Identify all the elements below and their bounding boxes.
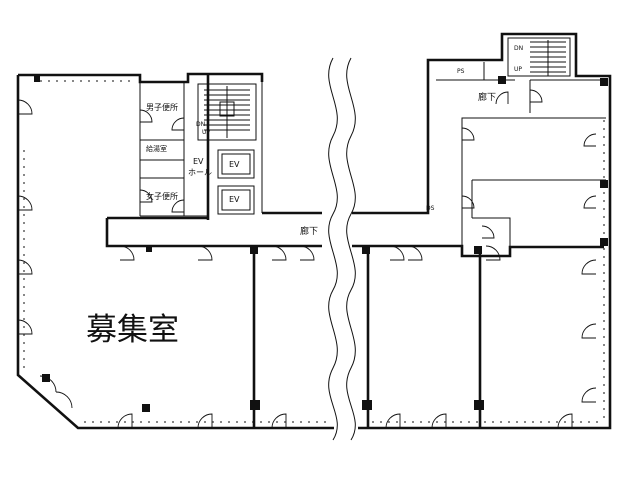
mens-toilet-label: 男子便所 [146, 102, 178, 112]
womens-toilet-label: 女子便所 [146, 191, 178, 201]
ev1-label: EV [229, 160, 240, 169]
janitor-label: 給湯室 [146, 144, 167, 153]
ps-label: PS [457, 68, 465, 75]
corridor-label-main: 廊下 [300, 225, 318, 237]
break-line [328, 57, 356, 441]
perimeter-windows [23, 80, 605, 423]
columns [34, 76, 608, 412]
upper-stair-dn-label: DN [514, 45, 523, 52]
corridor-label-upper: 廊下 [478, 91, 496, 103]
ev2-label: EV [229, 195, 240, 204]
main-stair [197, 83, 257, 141]
left-section-walls [16, 72, 334, 430]
upper-stair-up-label: UP [514, 66, 522, 73]
door-swings [17, 89, 597, 429]
stair-up-label: UP [202, 129, 210, 136]
ds-label: DS [426, 205, 435, 212]
stair-dn-label: DN [196, 121, 205, 128]
ev-hall-label-2: ホール [188, 168, 212, 177]
upper-stair [507, 37, 571, 77]
ev-hall-label-1: EV [193, 157, 204, 166]
vacancy-label: 募集室 [86, 312, 179, 348]
